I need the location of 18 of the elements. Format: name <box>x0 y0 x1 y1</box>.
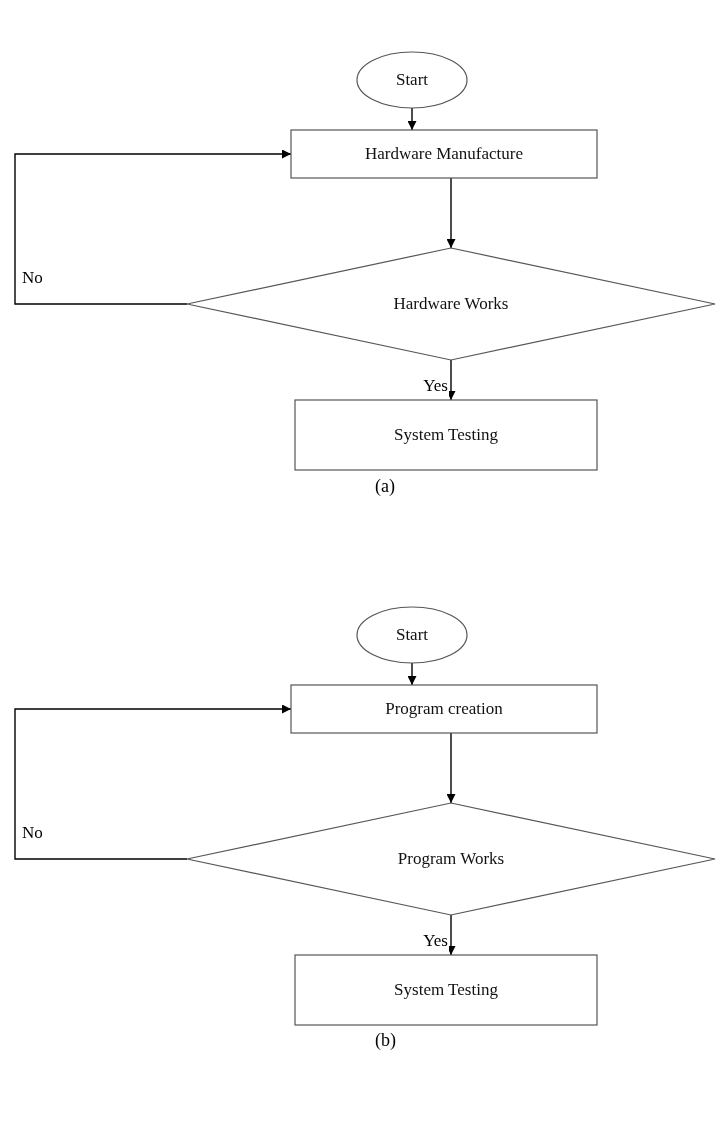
arrow <box>446 177 456 249</box>
arrow <box>407 107 417 131</box>
node-label: Program Works <box>397 849 505 869</box>
node-label: Hardware Manufacture <box>364 144 524 164</box>
arrow <box>446 359 456 401</box>
arrow <box>14 149 292 305</box>
arrow <box>407 662 417 686</box>
node-label: Program creation <box>385 699 503 719</box>
figure-label: (b) <box>375 1030 396 1051</box>
arrow <box>446 914 456 956</box>
arrow <box>14 704 292 860</box>
node-label: Start <box>395 70 429 90</box>
node-label: Hardware Works <box>393 294 509 314</box>
arrow <box>446 732 456 804</box>
node-label: System Testing <box>394 425 498 445</box>
node-label: System Testing <box>394 980 498 1000</box>
figure-label: (a) <box>375 476 395 497</box>
node-label: Start <box>395 625 429 645</box>
